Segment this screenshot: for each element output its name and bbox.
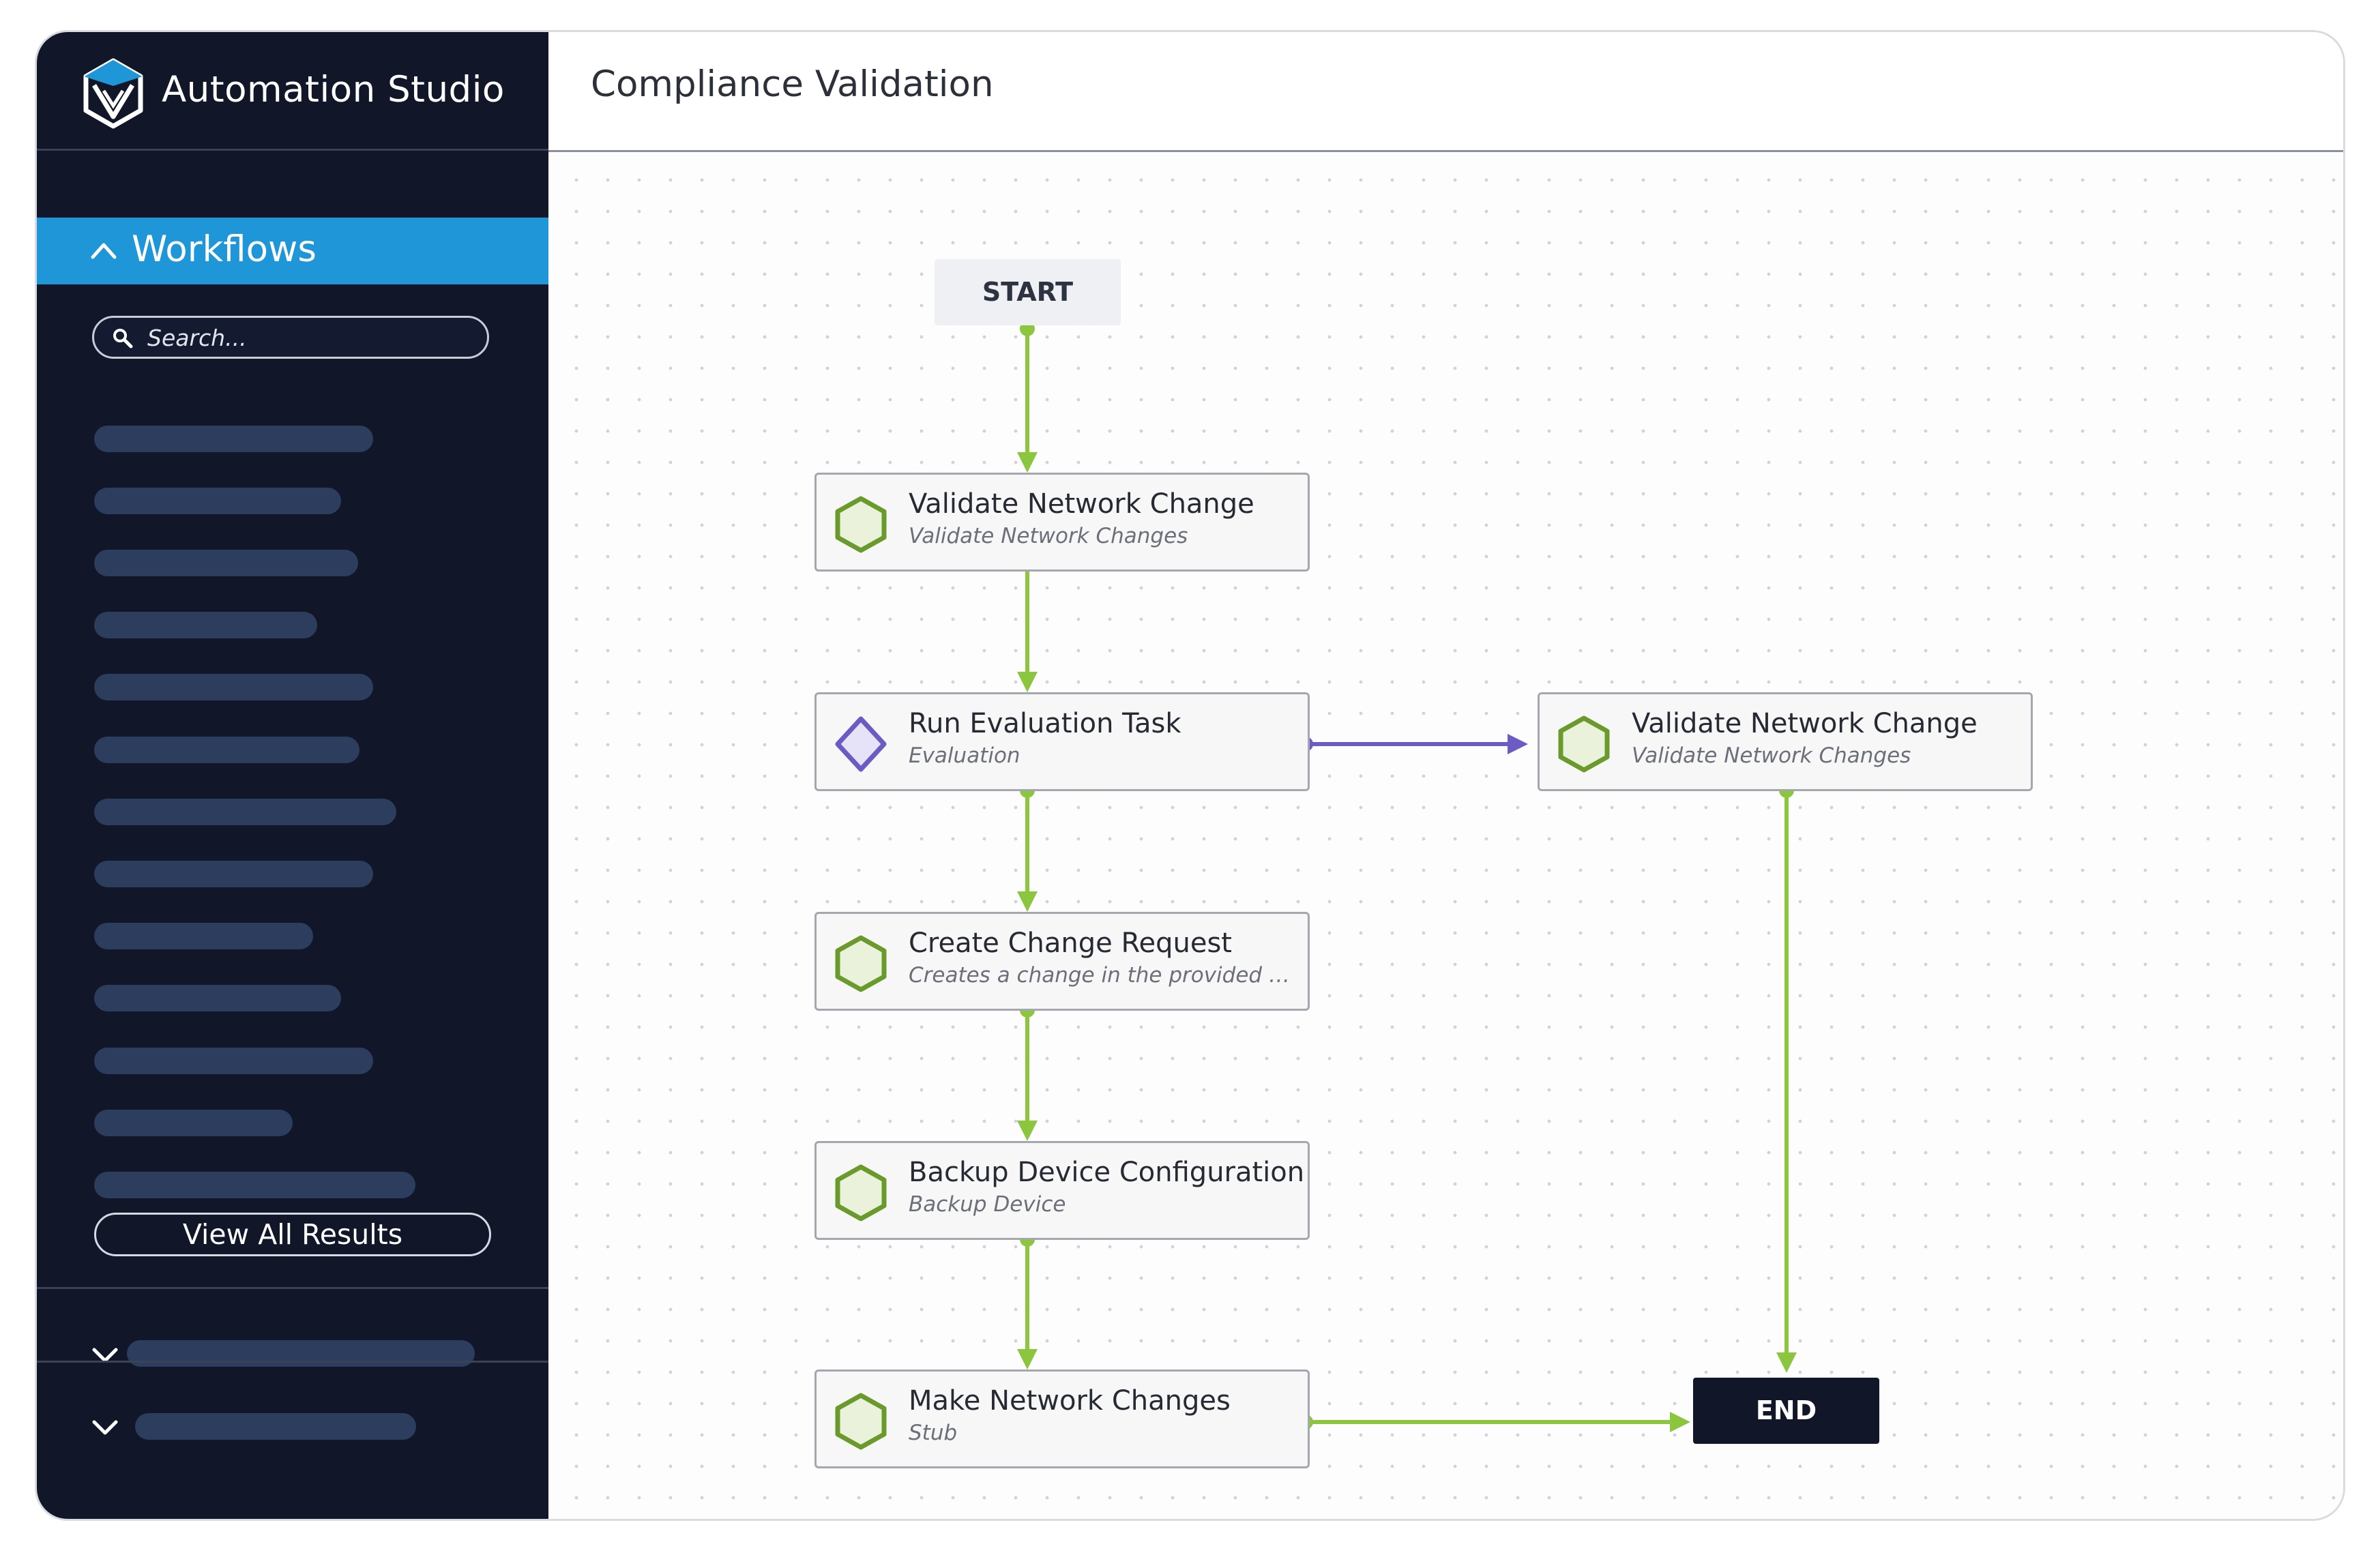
main-panel: Compliance Validation — [548, 32, 2343, 1519]
node-subtitle: Validate Network Changes — [1632, 743, 1911, 768]
workflow-list-item-placeholder[interactable] — [94, 985, 341, 1011]
sidebar: Automation Studio Workflows View A — [37, 32, 548, 1519]
workflow-task-node[interactable]: Validate Network Change Validate Network… — [814, 473, 1310, 572]
node-title: Validate Network Change — [909, 488, 1254, 520]
node-title: Run Evaluation Task — [909, 708, 1181, 739]
workflow-task-node[interactable]: Validate Network Change Validate Network… — [1538, 692, 2033, 791]
hexagon-icon — [835, 935, 887, 992]
workflow-list-item-placeholder[interactable] — [94, 923, 313, 949]
search-input[interactable] — [146, 322, 473, 353]
edge-backup-to-make-changes — [1017, 1232, 1038, 1369]
node-title: Create Change Request — [909, 928, 1232, 959]
node-subtitle: Evaluation — [909, 743, 1020, 768]
node-title: Make Network Changes — [909, 1385, 1231, 1417]
section-divider — [37, 1287, 548, 1289]
page-title: Compliance Validation — [591, 63, 994, 105]
workflow-list-item-placeholder[interactable] — [94, 1110, 293, 1136]
workflow-list-item-placeholder[interactable] — [94, 550, 358, 576]
view-all-results-button[interactable]: View All Results — [94, 1213, 491, 1256]
collapsed-section-placeholder[interactable] — [127, 1340, 475, 1367]
node-title: Backup Device Configuration — [909, 1157, 1305, 1188]
hexagon-icon — [835, 1393, 887, 1450]
node-subtitle: Stub — [909, 1421, 958, 1445]
node-subtitle: Backup Device — [909, 1192, 1066, 1217]
node-title: Validate Network Change — [1632, 708, 1978, 739]
section-title: Workflows — [132, 228, 317, 270]
main-header: Compliance Validation — [548, 32, 2343, 152]
logo-icon — [83, 58, 143, 129]
workflow-list-item-placeholder[interactable] — [94, 612, 317, 638]
chevron-up-icon — [91, 243, 117, 259]
workflow-list-item-placeholder[interactable] — [94, 674, 373, 700]
workflow-list-item-placeholder[interactable] — [94, 799, 396, 825]
node-subtitle: Creates a change in the provided Service… — [909, 963, 1291, 988]
workflow-task-node[interactable]: Backup Device Configuration Backup Devic… — [814, 1141, 1310, 1240]
hexagon-icon — [835, 496, 887, 553]
edge-evaluation-to-validate-failure — [1298, 734, 1528, 754]
workflow-task-node[interactable]: Make Network Changes Stub — [814, 1369, 1310, 1468]
edge-start-to-validate — [1017, 321, 1038, 473]
workflow-list-item-placeholder[interactable] — [94, 737, 359, 763]
workflow-list-item-placeholder[interactable] — [94, 1048, 373, 1074]
workflow-list-item-placeholder[interactable] — [94, 488, 341, 514]
hexagon-icon — [835, 1164, 887, 1221]
node-subtitle: Validate Network Changes — [909, 524, 1188, 548]
edge-change-request-to-backup — [1017, 1003, 1038, 1141]
edge-validate-to-evaluation — [1017, 571, 1038, 692]
workflow-list-item-placeholder[interactable] — [94, 1172, 415, 1198]
end-node[interactable]: END — [1693, 1378, 1879, 1444]
diamond-icon — [835, 716, 887, 772]
workflow-evaluation-node[interactable]: Run Evaluation Task Evaluation — [814, 692, 1310, 791]
workflow-task-node[interactable]: Create Change Request Creates a change i… — [814, 912, 1310, 1011]
search-box — [92, 316, 489, 359]
edge-make-changes-to-end — [1298, 1412, 1690, 1432]
section-divider — [37, 1361, 548, 1363]
workflow-list-item-placeholder[interactable] — [94, 861, 373, 887]
search-icon — [113, 329, 133, 349]
app-title: Automation Studio — [162, 69, 505, 110]
start-node[interactable]: START — [935, 259, 1121, 325]
workflow-list-item-placeholder[interactable] — [94, 426, 373, 452]
workflow-edges — [1017, 321, 1797, 1432]
hexagon-icon — [1558, 715, 1610, 773]
collapsed-section-placeholder[interactable] — [135, 1413, 416, 1440]
chevron-down-icon[interactable] — [91, 1418, 119, 1436]
app-window: Automation Studio Workflows View A — [35, 30, 2345, 1521]
brand-header: Automation Studio — [37, 32, 548, 151]
workflow-canvas[interactable]: START END Validate Network Change Valida… — [548, 152, 2343, 1519]
edge-validate-failure-to-end — [1776, 783, 1797, 1373]
workflows-section-toggle[interactable]: Workflows — [37, 218, 548, 284]
edge-evaluation-to-change-request — [1017, 783, 1038, 912]
